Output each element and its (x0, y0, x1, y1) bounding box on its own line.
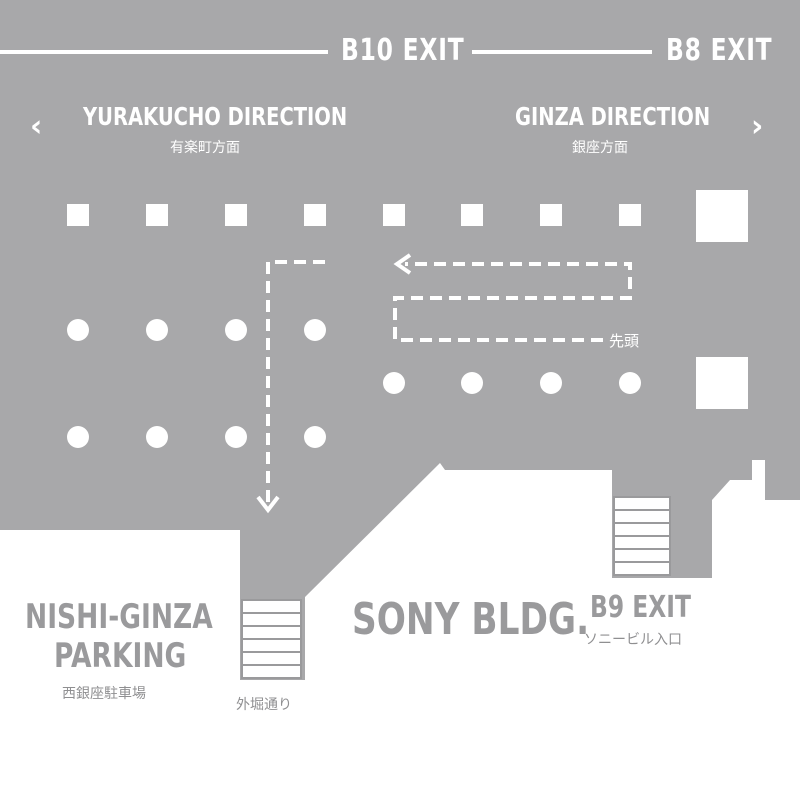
square-pillar (67, 204, 89, 226)
round-pillar (146, 426, 168, 448)
walking-route-to-sotobori (266, 260, 325, 503)
concourse-floor (0, 0, 800, 680)
round-pillar (304, 319, 326, 341)
parking-jp-label: 西銀座駐車場 (62, 686, 146, 702)
sony-bldg-label: SONY BLDG. (352, 594, 590, 645)
route-arrowhead-down-icon (256, 495, 280, 514)
square-pillar (461, 204, 483, 226)
square-pillar (304, 204, 326, 226)
b10-exit-label: B10 EXIT (341, 33, 465, 68)
queue-front-label: 先頭 (609, 332, 640, 350)
round-pillar (540, 372, 562, 394)
sotobori-street-label: 外堀通り (236, 697, 292, 713)
round-pillar (225, 319, 247, 341)
ginza-direction-label: GINZA DIRECTION (515, 102, 711, 131)
square-pillar (540, 204, 562, 226)
round-pillars (67, 319, 641, 448)
round-pillar (619, 372, 641, 394)
square-pillar (225, 204, 247, 226)
b8-exit-label: B8 EXIT (666, 33, 773, 68)
queue-line (393, 262, 632, 342)
round-pillar (225, 426, 247, 448)
nishi-ginza-label: NISHI-GINZA (25, 597, 213, 637)
queue-arrowhead-left-icon (393, 253, 412, 275)
large-pillar (696, 357, 748, 409)
parking-label: PARKING (54, 636, 187, 676)
round-pillar (304, 426, 326, 448)
stairs-b9-exit (613, 496, 671, 576)
large-pillar (696, 190, 748, 242)
round-pillar (146, 319, 168, 341)
square-pillar (383, 204, 405, 226)
round-pillar (67, 426, 89, 448)
square-pillar (146, 204, 168, 226)
chevron-right-icon: › (751, 109, 764, 144)
b9-exit-jp-label: ソニービル入口 (584, 632, 682, 648)
b9-exit-label: B9 EXIT (590, 590, 691, 625)
yurakucho-direction-label: YURAKUCHO DIRECTION (83, 102, 348, 131)
yurakucho-direction-jp: 有楽町方面 (170, 140, 240, 156)
chevron-left-icon: ‹ (30, 109, 43, 144)
round-pillar (67, 319, 89, 341)
ginza-direction-jp: 銀座方面 (572, 140, 628, 156)
square-pillars (67, 190, 748, 409)
square-pillar (619, 204, 641, 226)
round-pillar (383, 372, 405, 394)
round-pillar (461, 372, 483, 394)
stairs-sotobori (241, 599, 302, 679)
